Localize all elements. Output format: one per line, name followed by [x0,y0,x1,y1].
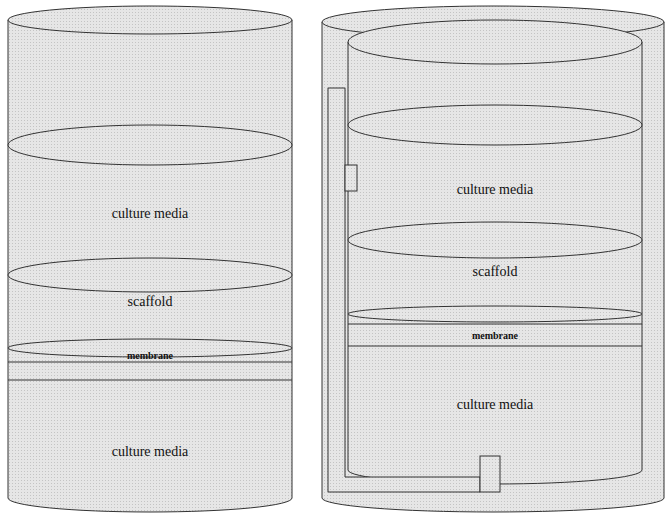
right-membrane-line [348,346,642,347]
return-tube [328,88,480,492]
tube-inlet [345,165,357,191]
left-membrane-line [8,380,292,381]
right-media-surface [348,105,642,145]
scaffold-label: scaffold [473,264,518,280]
media-label: culture media [457,182,534,198]
left-scaffold-top [8,258,292,292]
right-membrane [348,306,642,322]
membrane-label: membrane [127,350,173,362]
inner-top [348,20,642,64]
outer-cylinder [322,22,664,512]
scaffold-label: scaffold [128,294,173,310]
right-scaffold-top [348,222,642,258]
media-label: culture media [457,397,534,413]
left-media-surface [8,125,292,165]
right-membrane-line [348,324,642,325]
media-label: culture media [112,444,189,460]
left-cylinder [8,20,292,512]
tube-port [480,456,500,492]
inner-cylinder [348,42,642,484]
membrane-label: membrane [472,330,518,342]
media-label: culture media [112,206,189,222]
left-membrane-line [8,362,292,363]
left-top [8,6,292,34]
